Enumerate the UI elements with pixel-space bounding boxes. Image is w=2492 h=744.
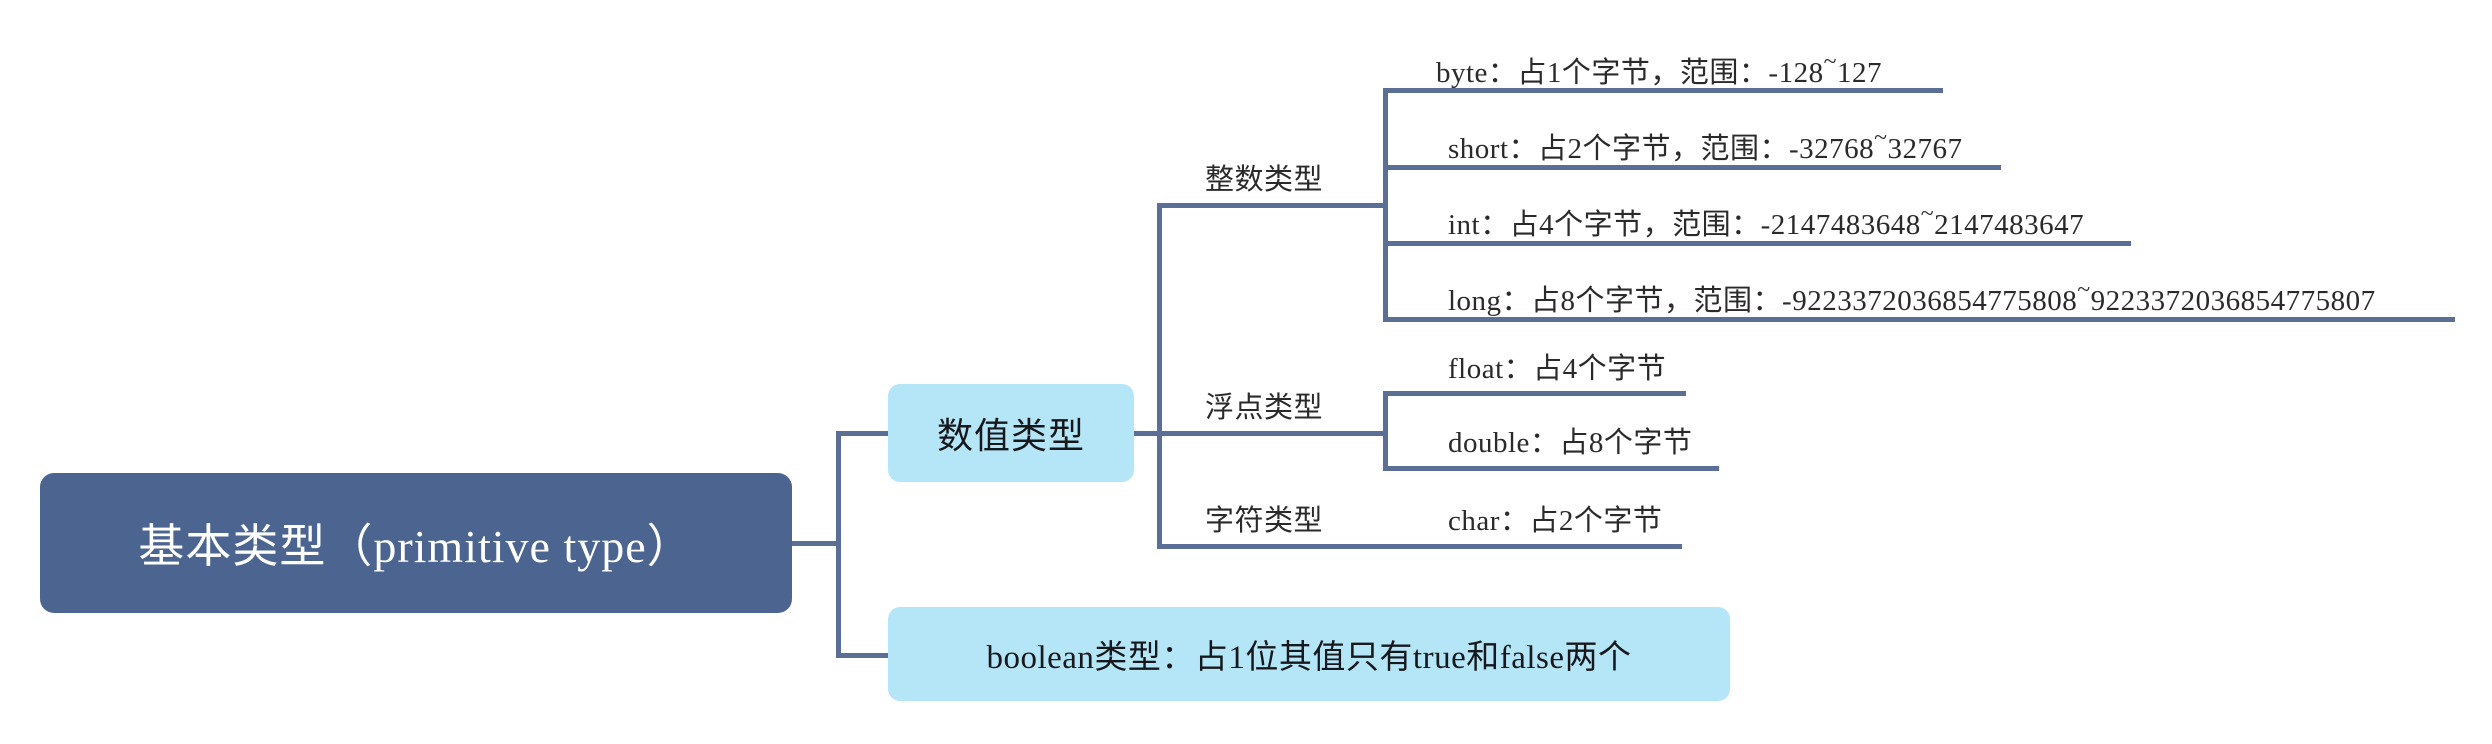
- underline-byte: [1383, 88, 1943, 93]
- leaf-double-prefix: double：占8个字节: [1448, 427, 1693, 459]
- leaf-item-float[interactable]: float：占4个字节: [1448, 355, 1666, 384]
- leaf-item-short[interactable]: short：占2个字节，范围：-32768~32767: [1448, 125, 1963, 166]
- leaf-long-prefix: long：占8个字节，范围：-9223372036854775808: [1448, 285, 2078, 318]
- leaf-byte-tilde: ~: [1823, 49, 1837, 75]
- underline-float: [1383, 391, 1686, 396]
- leaf-short-suffix: 32767: [1887, 133, 1963, 166]
- connector-trunk-to-numeric: [836, 431, 892, 436]
- root-node-label: 基本类型（primitive type）: [138, 521, 694, 572]
- connector-trunk-to-boolean: [836, 653, 892, 658]
- branch-node-boolean-label: boolean类型：占1位其值只有true和false两个: [986, 640, 1632, 676]
- connector-floating-trunk: [1383, 391, 1388, 469]
- underline-long: [1383, 317, 2455, 322]
- group-label-integer[interactable]: 整数类型: [1205, 164, 1324, 196]
- connector-integer-trunk: [1383, 88, 1388, 320]
- leaf-int-tilde: ~: [1920, 201, 1935, 227]
- connector-root-stub: [792, 541, 840, 546]
- leaf-byte-suffix: 127: [1836, 57, 1882, 90]
- leaf-short-tilde: ~: [1874, 125, 1888, 151]
- underline-int: [1383, 241, 2131, 246]
- leaf-byte-prefix: byte：占1个字节，范围：-128: [1436, 57, 1824, 90]
- connector-numeric-trunk: [1157, 203, 1162, 549]
- underline-double: [1383, 466, 1719, 471]
- leaf-item-long[interactable]: long：占8个字节，范围：-9223372036854775808~92233…: [1448, 277, 2376, 318]
- connector-mid-floating-underline: [1157, 431, 1388, 436]
- leaf-item-int[interactable]: int：占4个字节，范围：-2147483648~2147483647: [1448, 201, 2085, 242]
- leaf-item-byte[interactable]: byte：占1个字节，范围：-128~127: [1436, 49, 1882, 90]
- branch-node-numeric-label: 数值类型: [936, 416, 1085, 456]
- branch-node-numeric[interactable]: 数值类型: [888, 384, 1134, 482]
- connector-mid-character-underline: [1157, 544, 1682, 549]
- underline-short: [1383, 165, 2001, 170]
- connector-mid-integer-underline: [1157, 203, 1388, 208]
- leaf-item-char[interactable]: char：占2个字节: [1448, 507, 1662, 536]
- connector-root-trunk: [836, 433, 841, 657]
- group-label-character[interactable]: 字符类型: [1205, 505, 1324, 537]
- leaf-float-prefix: float：占4个字节: [1448, 353, 1667, 385]
- leaf-long-tilde: ~: [2077, 277, 2091, 303]
- leaf-short-prefix: short：占2个字节，范围：-32768: [1448, 133, 1875, 166]
- branch-node-boolean[interactable]: boolean类型：占1位其值只有true和false两个: [888, 607, 1730, 701]
- root-node-primitive-type[interactable]: 基本类型（primitive type）: [40, 473, 792, 613]
- leaf-int-suffix: 2147483647: [1934, 209, 2085, 242]
- leaf-int-prefix: int：占4个字节，范围：-2147483648: [1448, 209, 1921, 242]
- group-label-floating[interactable]: 浮点类型: [1205, 392, 1324, 424]
- leaf-char-prefix: char：占2个字节: [1448, 505, 1663, 537]
- leaf-long-suffix: 9223372036854775807: [2090, 285, 2376, 318]
- leaf-item-double[interactable]: double：占8个字节: [1448, 429, 1692, 458]
- connector-numeric-stub: [1134, 431, 1162, 436]
